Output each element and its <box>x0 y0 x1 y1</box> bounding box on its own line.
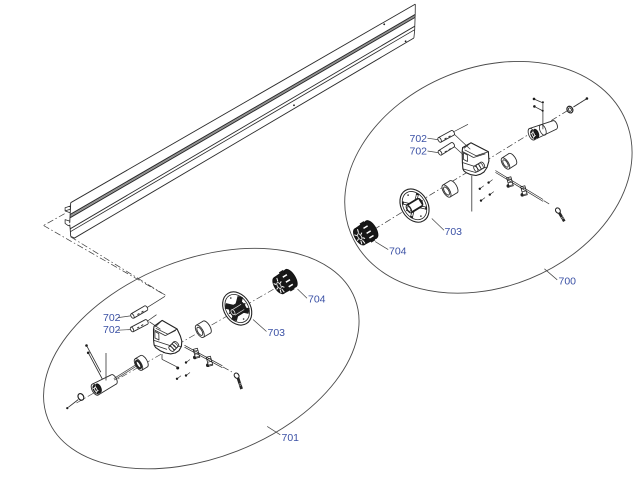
svg-text:704: 704 <box>308 293 326 305</box>
svg-text:704: 704 <box>389 246 407 258</box>
svg-text:702: 702 <box>103 312 121 324</box>
svg-text:701: 701 <box>282 432 300 444</box>
svg-text:702: 702 <box>410 133 428 145</box>
svg-text:703: 703 <box>445 226 463 238</box>
svg-text:703: 703 <box>268 327 286 339</box>
svg-text:702: 702 <box>103 324 121 336</box>
svg-text:700: 700 <box>559 276 577 288</box>
svg-text:702: 702 <box>410 146 428 158</box>
